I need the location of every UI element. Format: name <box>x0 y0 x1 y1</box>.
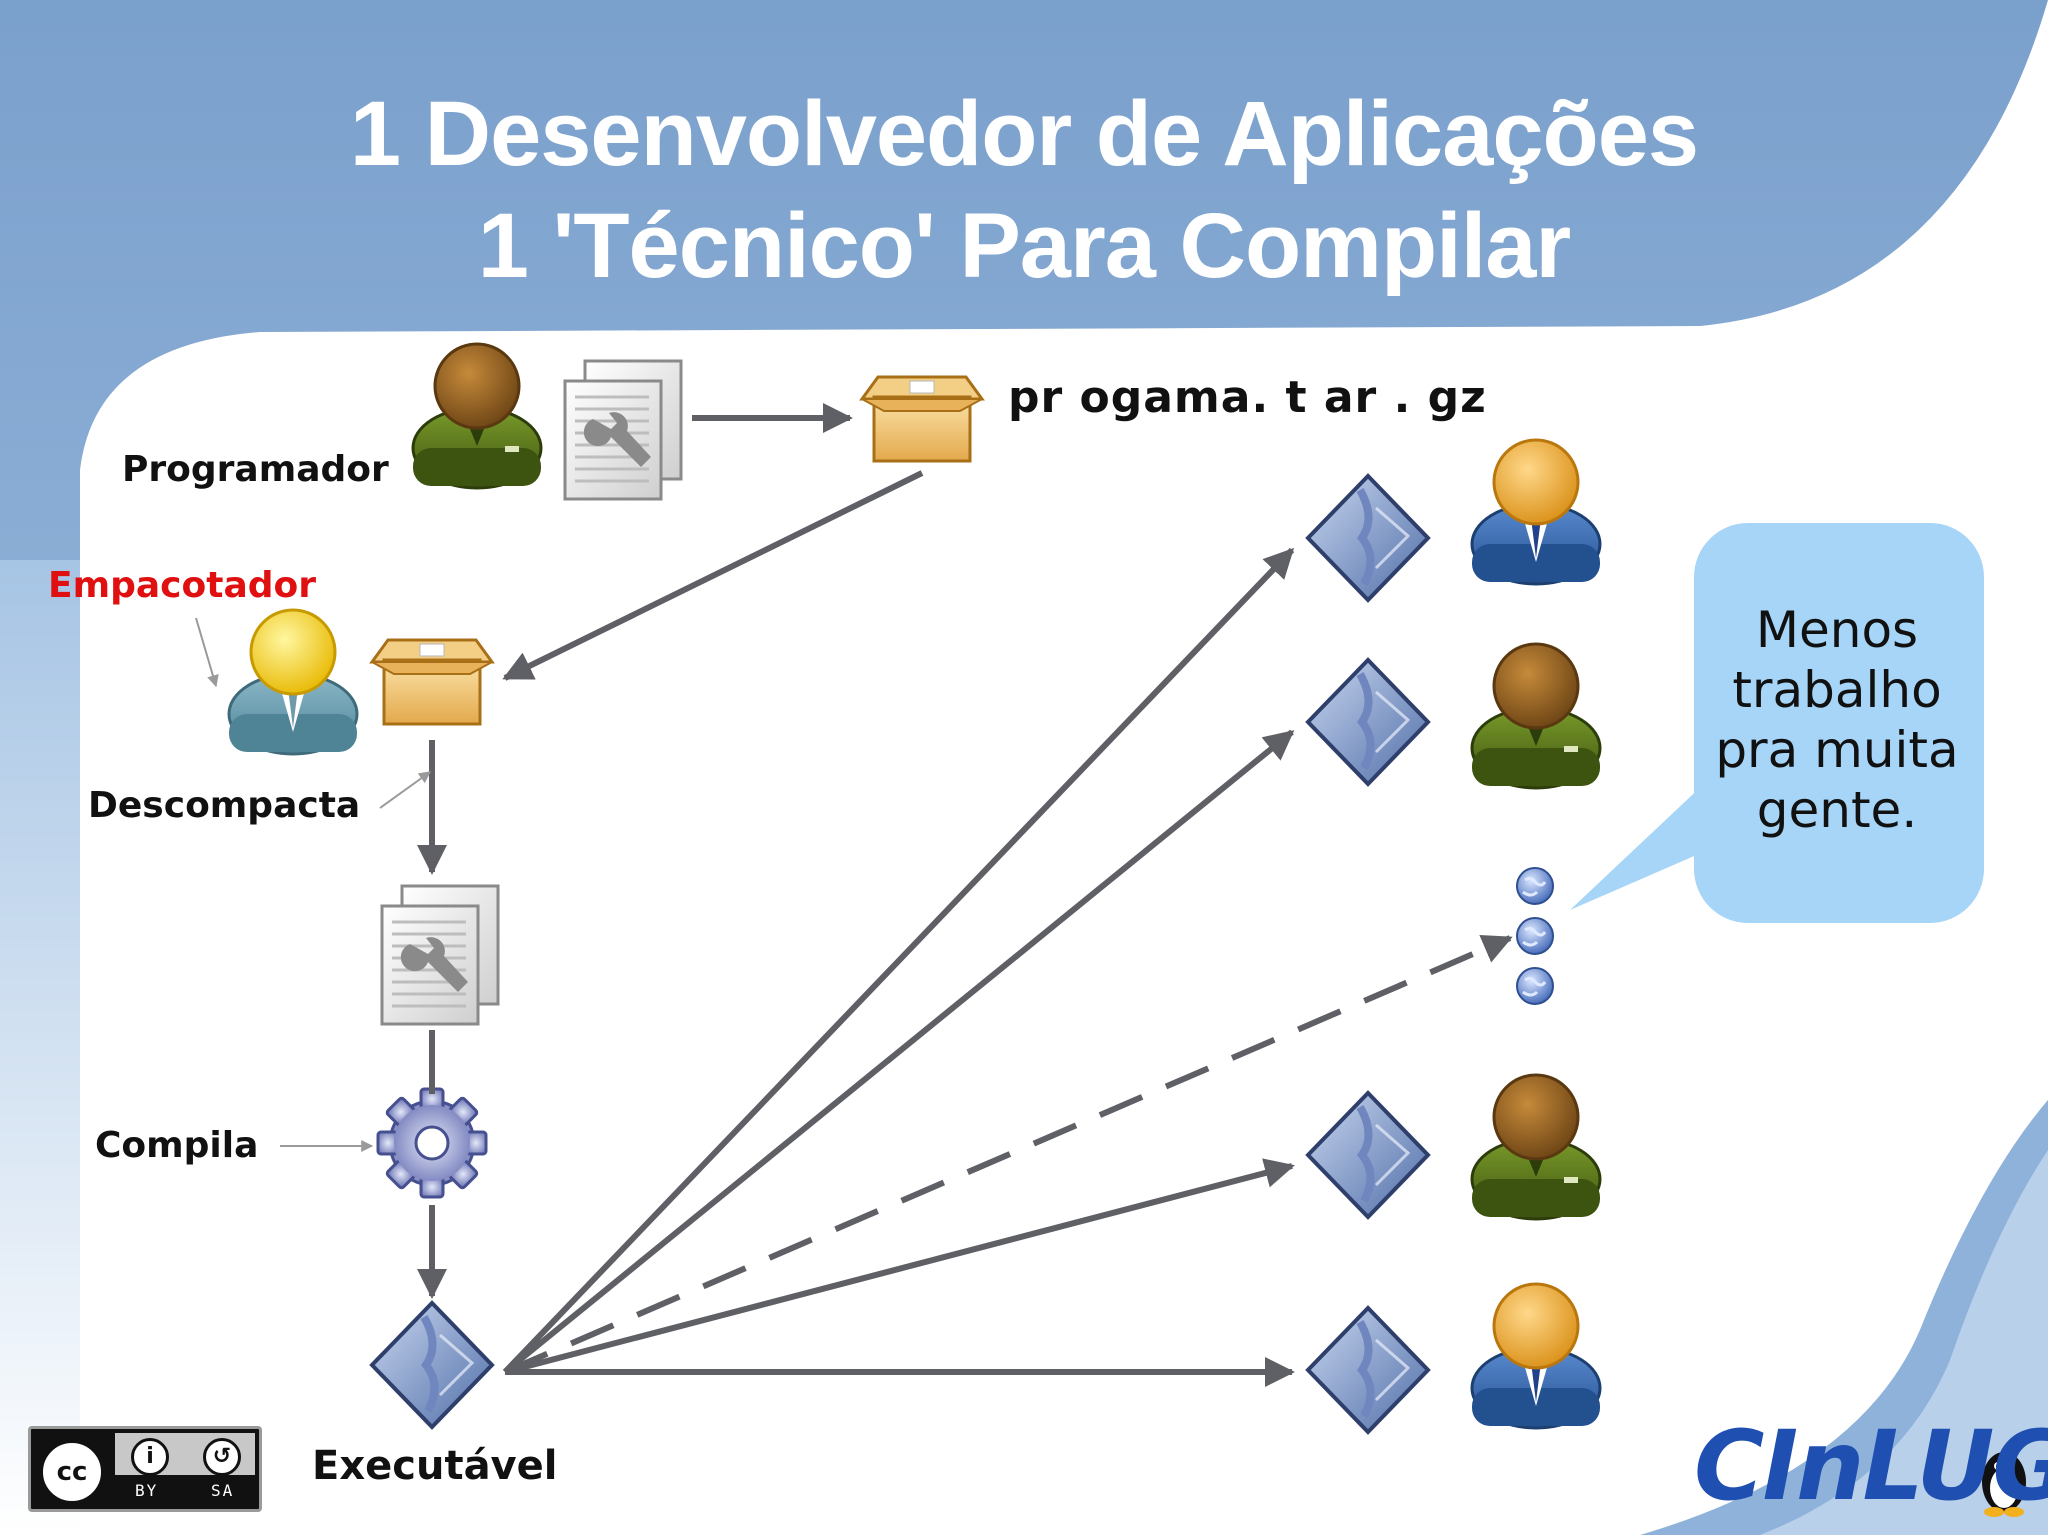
globe-dot-icon <box>1515 866 1555 906</box>
bubble-text: Menos trabalho pra muita gente. <box>1692 600 1982 840</box>
bubble-line: pra muita <box>1715 721 1959 779</box>
attribution-icon: i <box>131 1438 169 1476</box>
executable-diamond-icon <box>1308 1308 1428 1432</box>
user-green-icon <box>1470 1073 1602 1221</box>
title-line-1: 1 Desenvolvedor de Aplicações <box>349 83 1699 185</box>
arrow <box>504 1158 1295 1375</box>
bubble-line: trabalho <box>1732 661 1942 719</box>
package-filename-label: pr ogama. t ar . gz <box>1008 372 1487 423</box>
user-blue-icon <box>1470 1282 1602 1430</box>
user-green-icon <box>1470 642 1602 790</box>
packager-label: Empacotador <box>48 565 316 606</box>
title-line-2: 1 'Técnico' Para Compilar <box>477 195 1571 297</box>
unpack-label: Descompacta <box>88 785 361 826</box>
gear-icon <box>376 1087 488 1199</box>
package-box-icon <box>860 375 984 463</box>
executable-diamond-icon <box>1308 476 1428 600</box>
globe-dot-icon <box>1515 966 1555 1006</box>
arrow <box>503 729 1295 1375</box>
by-tag: BY <box>135 1481 159 1500</box>
sa-tag: SA <box>211 1481 235 1500</box>
packager-icon <box>227 608 359 756</box>
executable-label: Executável <box>312 1443 558 1489</box>
dashed-arrow <box>503 934 1513 1375</box>
bubble-line: Menos <box>1755 601 1919 659</box>
compile-label: Compila <box>95 1125 259 1166</box>
globe-dot-icon <box>1515 916 1555 956</box>
penguin-icon <box>1982 1452 2026 1517</box>
arrow <box>502 547 1295 1375</box>
executable-diamond-icon <box>1308 660 1428 784</box>
programmer-label: Programador <box>122 449 389 490</box>
cinlug-logo: CInLUG <box>1694 1410 2048 1522</box>
cc-icon: cc <box>39 1439 105 1505</box>
package-box-icon <box>370 638 494 726</box>
label-pointer <box>195 617 219 688</box>
cc-license-badge: cc i ↺ BY SA <box>28 1426 262 1512</box>
bubble-line: gente. <box>1756 781 1918 839</box>
executable-diamond-icon <box>372 1303 492 1427</box>
source-files-icon <box>563 359 683 501</box>
label-pointer <box>379 771 431 809</box>
source-files-icon <box>380 884 500 1026</box>
programmer-icon <box>411 342 543 490</box>
arrow <box>502 470 924 681</box>
user-blue-icon <box>1470 438 1602 586</box>
speech-bubble <box>1570 523 1984 923</box>
executable-diamond-icon <box>1308 1093 1428 1217</box>
share-alike-icon: ↺ <box>203 1438 241 1476</box>
